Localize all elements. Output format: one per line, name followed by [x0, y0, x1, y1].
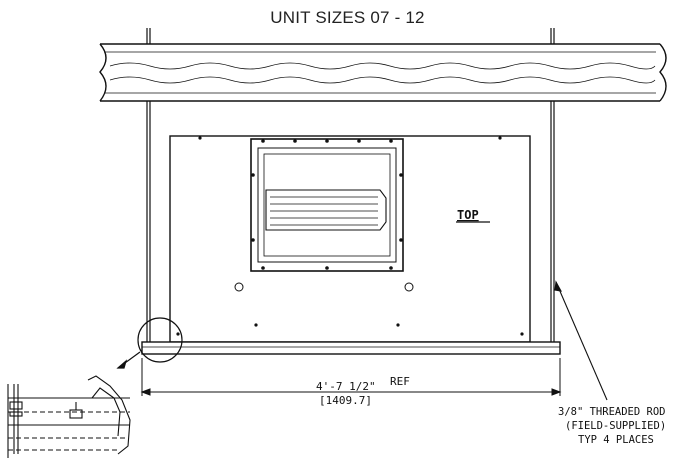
width-dimension [140, 358, 562, 396]
dimension-metric-text: [1409.7] [319, 394, 372, 407]
diagram-title: UNIT SIZES 07 - 12 [270, 8, 425, 27]
rod-note-line3: TYP 4 PLACES [578, 434, 654, 446]
frame-bolts [176, 136, 524, 336]
dimension-imperial-text: 4'-7 1/2" [316, 380, 376, 393]
rod-note-line1: 3/8" THREADED ROD [558, 406, 665, 418]
knockout-holes [234, 282, 414, 292]
ceiling-beam [99, 43, 667, 102]
rod-note-line2: (FIELD-SUPPLIED) [565, 420, 666, 432]
rod-tops [146, 28, 555, 44]
top-label: TOP [457, 208, 479, 222]
threaded-rods [146, 101, 555, 342]
corner-detail-callout [116, 317, 183, 369]
unit-body [141, 135, 561, 355]
corner-detail-inset [7, 375, 131, 458]
rod-leader [554, 280, 608, 401]
dimension-ref-text: REF [390, 375, 410, 388]
blower-outlet [250, 138, 404, 272]
